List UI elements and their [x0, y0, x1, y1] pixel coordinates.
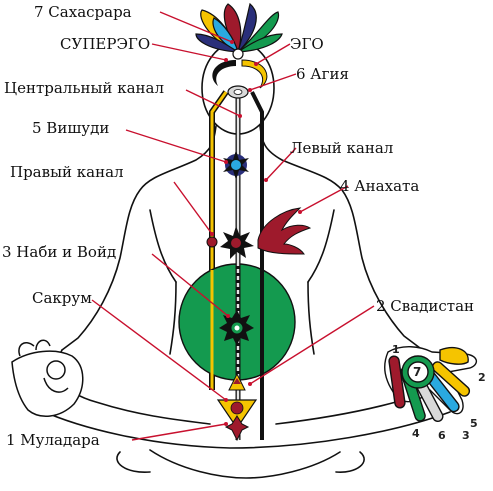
- muladhara-icon: [224, 415, 250, 442]
- label-svadisthan: 2 Свадистан: [376, 297, 475, 315]
- label-sahasrara: 7 Сахасрара: [34, 3, 132, 21]
- superego-shape: [212, 60, 236, 86]
- finger-number-6: 6: [438, 429, 446, 442]
- label-ego: ЭГО: [290, 35, 324, 53]
- label-left-channel: Левый канал: [290, 139, 394, 157]
- sahasrara-point: [232, 48, 244, 60]
- nabhi-chakra-icon: [219, 310, 254, 346]
- label-muladhara: 1 Муладара: [6, 431, 100, 449]
- right-heart-dot: [206, 236, 218, 248]
- leader-lines: [91, 11, 375, 441]
- label-anahata: 4 Анахата: [340, 177, 420, 195]
- right-hand: [384, 346, 477, 423]
- finger-number-3: 3: [462, 429, 470, 442]
- star-chakra-icon: [223, 150, 249, 180]
- label-central-channel: Центральный канал: [4, 79, 164, 97]
- chakra-flower-icon: [220, 226, 254, 259]
- finger-number-2: 2: [478, 371, 486, 384]
- ego-shape: [241, 59, 268, 89]
- finger-number-4: 4: [412, 427, 420, 440]
- label-vishuddhi: 5 Вишуди: [32, 119, 110, 137]
- lotus-icon: [195, 2, 283, 54]
- label-agya: 6 Агия: [296, 65, 349, 83]
- label-superego: СУПЕРЭГО: [60, 35, 151, 53]
- left-hand: [11, 339, 84, 417]
- finger-number-5: 5: [470, 417, 478, 430]
- leader-dots: [210, 40, 302, 426]
- hand-center-number: 7: [413, 365, 422, 379]
- label-nabhi-void: 3 Наби и Войд: [2, 243, 117, 261]
- finger-number-1: 1: [392, 343, 400, 356]
- flame-icon: [257, 207, 312, 255]
- label-right-channel: Правый канал: [10, 163, 124, 181]
- label-sacrum: Сакрум: [32, 289, 92, 307]
